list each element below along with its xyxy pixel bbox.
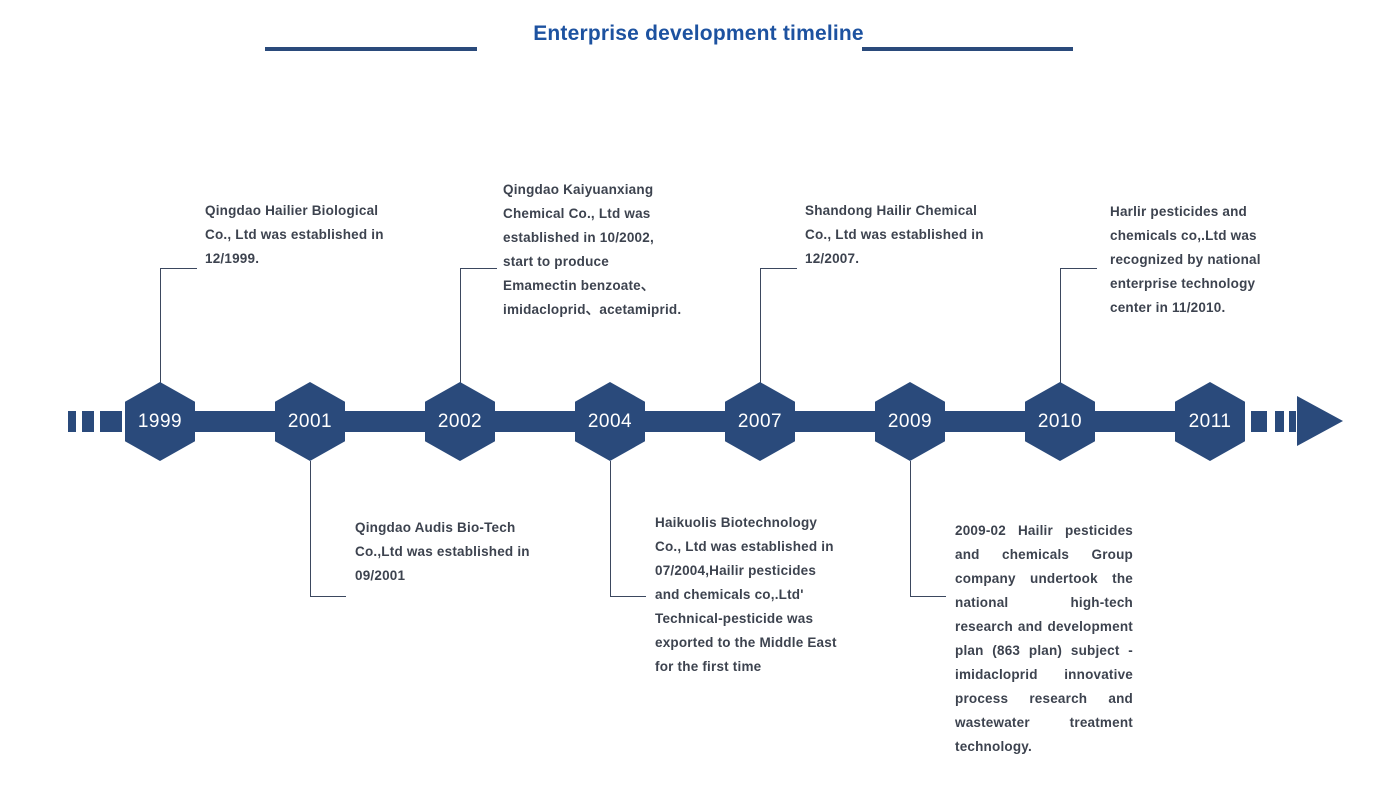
axis-dash-right-3 [1289,411,1296,432]
arrow-right-icon [1297,396,1343,446]
event-description-2009: 2009-02 Hailir pesticides and chemicals … [955,523,1133,754]
milestone-year: 2010 [1037,410,1083,432]
connector-2010 [1060,268,1097,383]
axis-dash-left-1 [68,411,76,432]
milestone-hexagon-2009: 2009 [875,382,945,461]
event-description-2001: Qingdao Audis Bio-Tech Co.,Ltd was estab… [355,520,530,583]
axis-dash-right-2 [1275,411,1284,432]
connector-2004 [610,461,646,597]
timeline-axis [126,411,1244,432]
connector-2001 [310,461,346,597]
page-title: Enterprise development timeline [533,22,864,45]
milestone-hexagon-2010: 2010 [1025,382,1095,461]
milestone-hexagon-2001: 2001 [275,382,345,461]
event-description-2010: Harlir pesticides and chemicals co,.Ltd … [1110,204,1261,315]
milestone-year: 2002 [437,410,483,432]
title-underline-left [265,47,477,51]
milestone-hexagon-1999: 1999 [125,382,195,461]
milestone-hexagon-2011: 2011 [1175,382,1245,461]
title-underline-right [862,47,1073,51]
connector-2002 [460,268,497,383]
connector-1999 [160,268,197,383]
milestone-year: 2004 [587,410,633,432]
event-description-2002: Qingdao Kaiyuanxiang Chemical Co., Ltd w… [503,182,682,317]
connector-2009 [910,461,946,597]
event-description-1999: Qingdao Hailier Biological Co., Ltd was … [205,203,384,266]
milestone-year: 2007 [737,410,783,432]
milestone-year: 2001 [287,410,333,432]
event-description-2004: Haikuolis Biotechnology Co., Ltd was est… [655,515,837,674]
milestone-year: 2011 [1188,410,1232,432]
axis-dash-left-3 [100,411,122,432]
connector-2007 [760,268,797,383]
milestone-year: 2009 [887,410,933,432]
milestone-hexagon-2002: 2002 [425,382,495,461]
event-description-2007: Shandong Hailir Chemical Co., Ltd was es… [805,203,984,266]
axis-dash-left-2 [82,411,94,432]
milestone-year: 1999 [137,410,183,432]
axis-dash-right-1 [1251,411,1267,432]
milestone-hexagon-2004: 2004 [575,382,645,461]
milestone-hexagon-2007: 2007 [725,382,795,461]
